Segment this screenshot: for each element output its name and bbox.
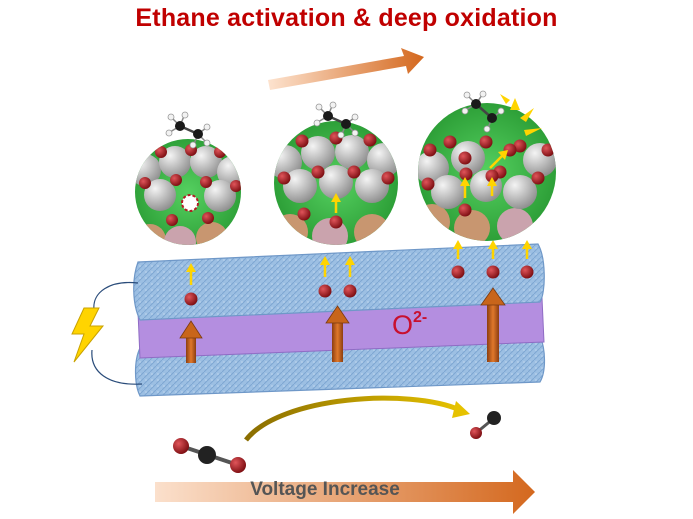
ion-arrow-3 xyxy=(480,287,506,362)
lattice-oxygen-migration xyxy=(184,240,534,306)
surface-zoom-right xyxy=(418,103,556,241)
lightning-icon xyxy=(71,307,105,363)
surface-zoom-left xyxy=(135,139,241,245)
ethane-molecule-icon xyxy=(313,101,359,139)
oxygen-ion-charge: 2- xyxy=(413,309,428,326)
ion-arrow-1 xyxy=(179,320,203,363)
ethane-molecule-icon xyxy=(461,90,505,133)
co-molecule-icon xyxy=(470,411,501,439)
oxygen-ion-symbol: O xyxy=(392,310,414,340)
top-progress-arrow xyxy=(268,48,424,90)
top-electrode xyxy=(133,243,545,321)
co2-molecule-icon xyxy=(173,438,246,473)
oxygen-ion-label: O2- xyxy=(392,309,427,341)
voltage-arrow xyxy=(155,470,535,514)
voltage-increase-label: Voltage Increase xyxy=(250,479,400,500)
page-title: Ethane activation & deep oxidation xyxy=(135,4,558,32)
spark-icon xyxy=(500,94,542,136)
surface-zoom-middle xyxy=(274,121,398,245)
ethane-molecule-icon xyxy=(165,111,211,149)
product-curve-arrow xyxy=(244,395,470,442)
external-circuit xyxy=(91,281,143,385)
ion-arrow-2 xyxy=(325,305,350,362)
